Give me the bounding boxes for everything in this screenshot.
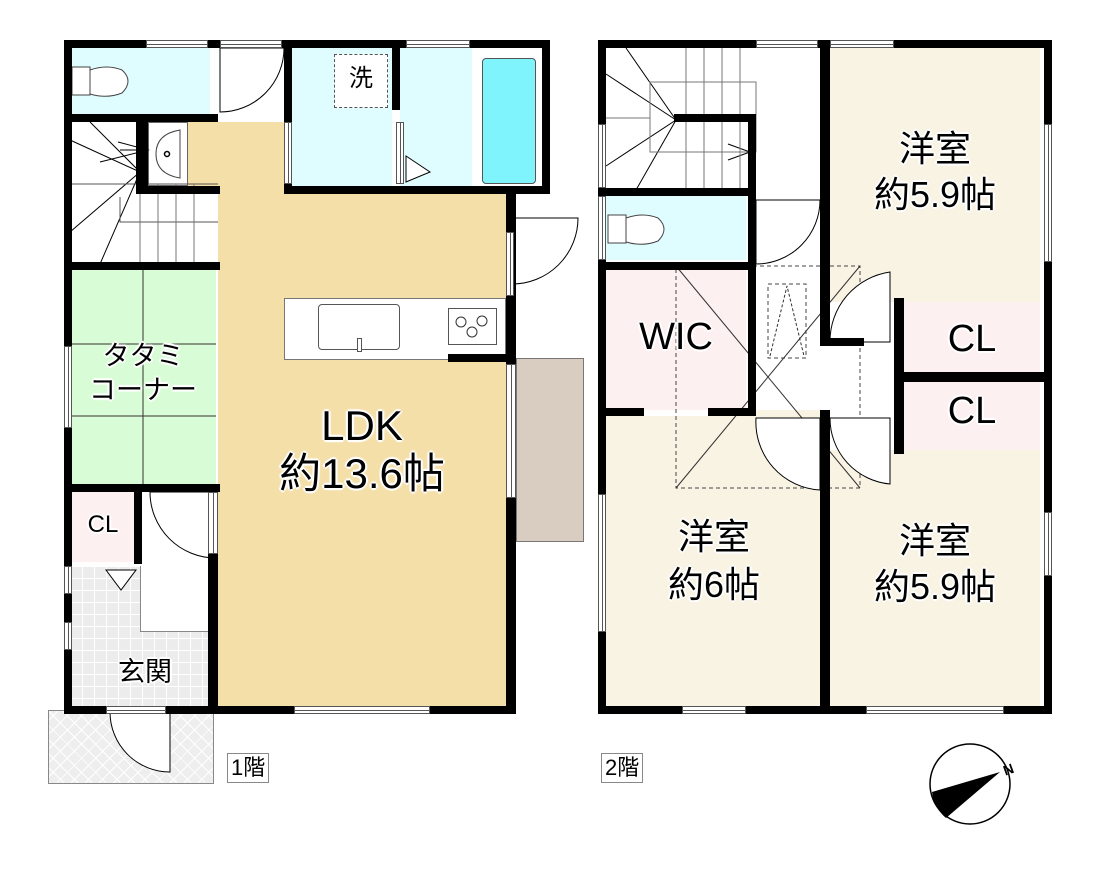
genkan-label: 玄関 xyxy=(118,657,172,687)
washroom-label: 洗 xyxy=(349,65,373,92)
closet-1f xyxy=(70,492,134,562)
wall xyxy=(136,114,148,190)
wall xyxy=(674,114,756,122)
wall xyxy=(448,354,516,362)
window xyxy=(506,364,516,498)
floor-1-plan: 洗 xyxy=(0,0,600,800)
window xyxy=(598,494,606,632)
floor-1-tag: 1階 xyxy=(227,753,270,783)
stairs-1f-lines xyxy=(69,121,218,265)
western-ne-size: 約5.9帖 xyxy=(873,174,997,215)
window xyxy=(284,122,292,184)
window xyxy=(220,40,282,48)
window xyxy=(866,706,1004,714)
wic-label: WIC xyxy=(639,316,713,358)
wall xyxy=(64,262,220,270)
western-sw-label: 洋室 xyxy=(677,516,750,557)
wall xyxy=(708,408,756,416)
stove-icon xyxy=(448,308,497,345)
western-se-label: 洋室 xyxy=(898,520,971,561)
wall xyxy=(134,484,142,564)
faucet xyxy=(357,338,362,352)
tatami-label-line1: タタミ xyxy=(102,341,184,371)
western-se-size: 約5.9帖 xyxy=(873,566,997,607)
window xyxy=(64,622,72,650)
window xyxy=(396,122,404,184)
window xyxy=(682,706,746,714)
door-opening xyxy=(106,706,166,714)
floor-2-plan: 洋室 約5.9帖 WIC CL CL 洋室 約6帖 洋室 約5.9帖 2階 xyxy=(598,40,1052,783)
wall xyxy=(64,40,550,48)
window xyxy=(64,566,72,594)
window xyxy=(506,232,514,296)
closet-2f-lower xyxy=(902,382,1040,450)
ldk-size: 約13.6帖 xyxy=(279,450,445,497)
ldk-area xyxy=(218,186,506,706)
toilet-fixture-2f xyxy=(607,214,665,245)
sink-fixture xyxy=(155,129,181,179)
wall xyxy=(392,40,400,110)
wall xyxy=(598,40,606,714)
balcony-deck xyxy=(516,358,584,542)
washing-machine-space xyxy=(334,54,388,108)
western-room-se xyxy=(830,450,1040,706)
window xyxy=(406,40,470,48)
wall xyxy=(820,338,864,346)
wall xyxy=(748,262,756,416)
wall xyxy=(894,298,904,454)
wall xyxy=(284,186,550,194)
window xyxy=(756,40,818,48)
window xyxy=(1044,512,1052,576)
window xyxy=(294,706,430,714)
closet-1f-label: CL xyxy=(87,511,119,538)
wall xyxy=(748,114,756,300)
shoe-closet-inner xyxy=(140,566,216,632)
window xyxy=(830,40,894,48)
western-ne-label: 洋室 xyxy=(898,128,971,169)
wall xyxy=(902,372,1052,382)
closet-2f-upper xyxy=(902,302,1040,372)
window xyxy=(598,124,606,188)
door-opening xyxy=(208,492,218,554)
ldk-label: LDK xyxy=(321,402,403,449)
wall xyxy=(820,410,830,714)
wall xyxy=(820,40,830,346)
wall xyxy=(598,188,756,196)
western-room-ne xyxy=(830,48,1040,302)
tatami-mat-lines xyxy=(70,270,216,486)
window xyxy=(598,196,606,260)
wall xyxy=(136,186,220,194)
door-swings-1f xyxy=(105,47,579,773)
compass-north-icon: N xyxy=(929,743,1016,825)
tatami-label-line2: コーナー xyxy=(89,375,197,405)
wall xyxy=(284,40,292,194)
window xyxy=(1044,124,1052,262)
wall xyxy=(64,706,516,714)
toilet-fixture-1f xyxy=(71,66,129,97)
wall xyxy=(64,484,220,492)
window xyxy=(146,40,208,48)
bathtub xyxy=(482,58,536,184)
floor-2-tag: 2階 xyxy=(601,753,644,783)
wall xyxy=(208,554,218,714)
closet-upper-label: CL xyxy=(947,318,997,360)
wall xyxy=(598,408,644,416)
wall xyxy=(542,40,550,194)
wall xyxy=(598,262,756,270)
window xyxy=(64,346,72,428)
western-sw-size: 約6帖 xyxy=(667,564,761,605)
ldk-area xyxy=(188,122,292,190)
closet-lower-label: CL xyxy=(947,390,997,432)
